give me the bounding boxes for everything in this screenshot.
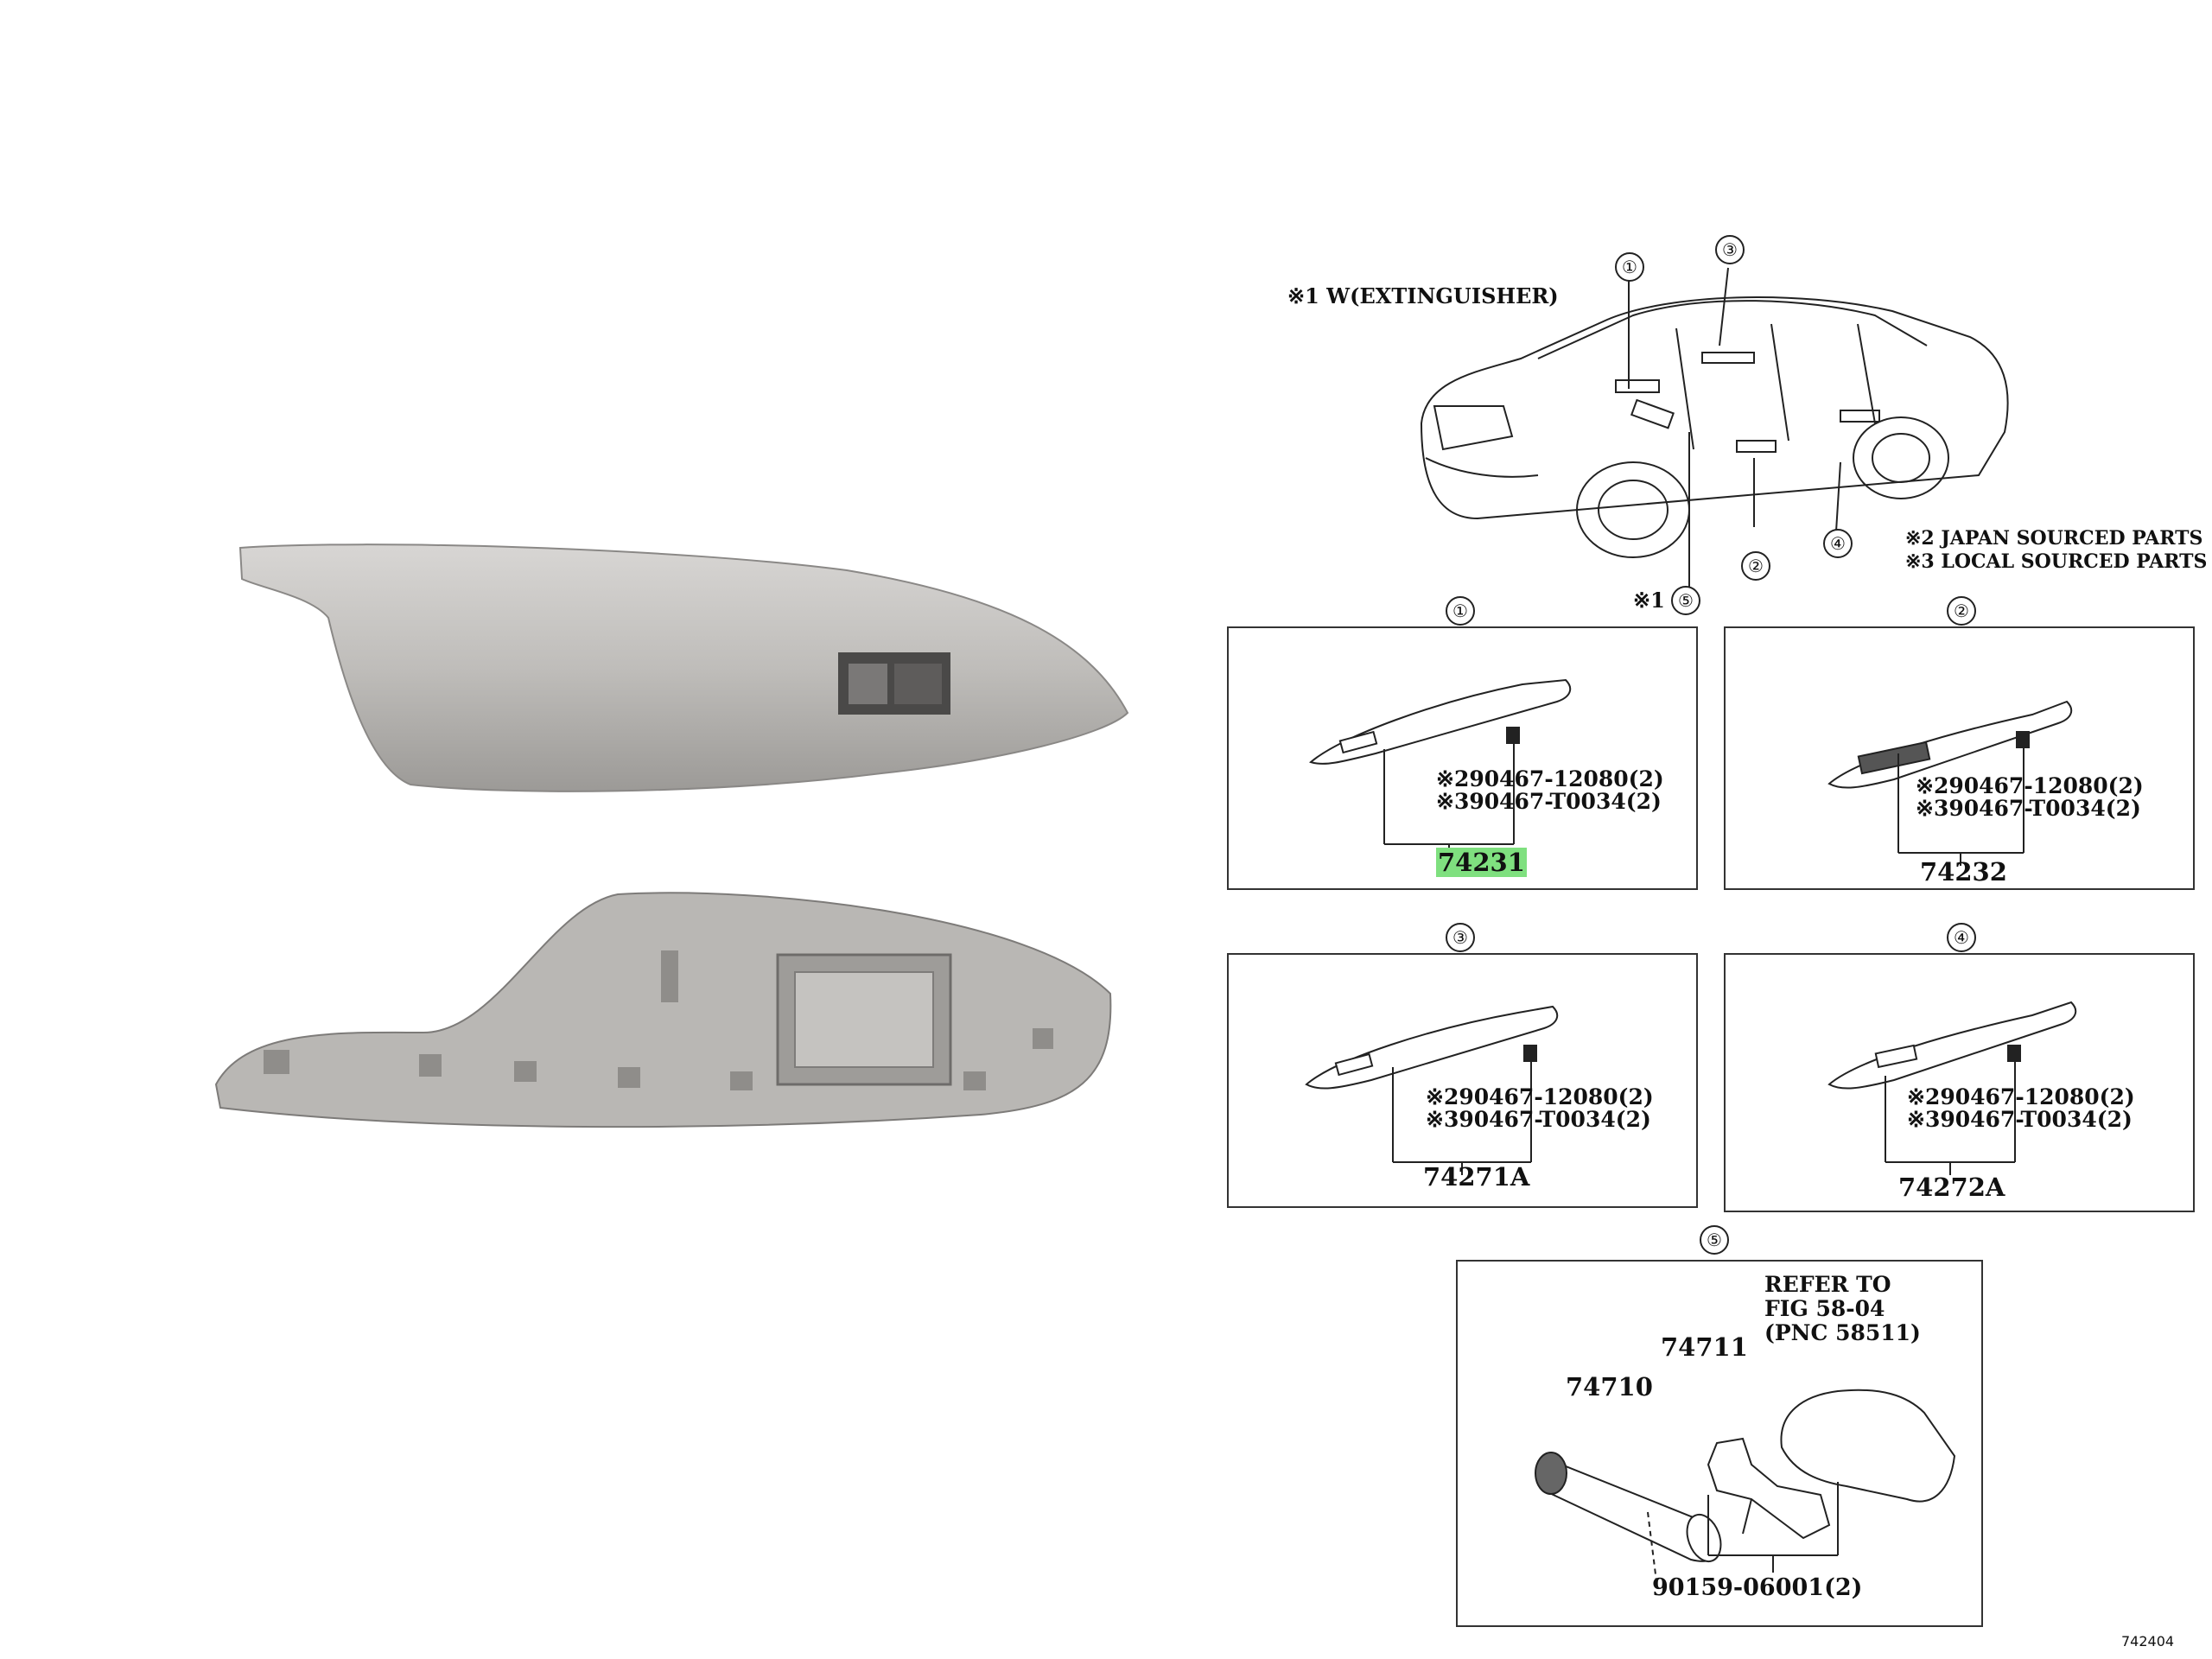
switch-bezel-2-illustration	[1827, 700, 2073, 789]
screw-part-number[interactable]: 90159-06001(2)	[1652, 1574, 1863, 1601]
note-local-sourced: ※3 LOCAL SOURCED PARTS	[1905, 550, 2208, 573]
panel-1-marker: ①	[1446, 596, 1475, 626]
panel-4-leaders	[1885, 1045, 2021, 1175]
car-outline-illustration	[1420, 296, 2009, 558]
diagram-code: 742404	[2121, 1633, 2175, 1649]
refer-line-1: REFER TO	[1764, 1272, 1891, 1297]
panel-2-part-number[interactable]: 74232	[1920, 857, 2007, 887]
overview-star-prefix: ※1	[1633, 588, 1665, 613]
panel-4-bolt-japan: ※290467-12080(2)	[1907, 1084, 2135, 1109]
switch-bezel-4-illustration	[1827, 1001, 2077, 1090]
panel-2-marker: ②	[1947, 596, 1976, 626]
overview-callout-2: ②	[1741, 551, 1770, 581]
panel-1-bolt-local: ※390467-T0034(2)	[1436, 789, 1662, 814]
panel-4-marker: ④	[1947, 923, 1976, 952]
panel-1: ※290467-12080(2) ※390467-T0034(2) 74231	[1227, 626, 1698, 890]
panel-4-bolt-local: ※390467-T0034(2)	[1907, 1107, 2133, 1132]
panel-3: ※290467-12080(2) ※390467-T0034(2) 74271A	[1227, 953, 1698, 1208]
armrest-top-photo	[238, 543, 1129, 792]
panel-2: ※290467-12080(2) ※390467-T0034(2) 74232	[1724, 626, 2195, 890]
panel-3-leaders	[1392, 1045, 1537, 1175]
extinguisher-assembly-illustration	[1535, 1389, 1956, 1582]
refer-line-2: FIG 58-04	[1764, 1296, 1885, 1321]
refer-line-3: (PNC 58511)	[1764, 1320, 1921, 1345]
panel-3-bolt-japan: ※290467-12080(2)	[1426, 1084, 1654, 1109]
panel-3-marker: ③	[1446, 923, 1475, 952]
panel-5-leaders	[1707, 1482, 1839, 1573]
panel-2-bolt-japan: ※290467-12080(2)	[1916, 773, 2144, 798]
overview-callout-4: ④	[1823, 529, 1853, 558]
panel-3-part-number[interactable]: 74271A	[1423, 1162, 1530, 1192]
panel-5-marker: ⑤	[1700, 1225, 1729, 1255]
panel-2-leaders	[1897, 731, 2030, 866]
panel-4-part-number[interactable]: 74272A	[1898, 1173, 2005, 1202]
panel-3-bolt-local: ※390467-T0034(2)	[1426, 1107, 1651, 1132]
switch-bezel-3-illustration	[1305, 1005, 1559, 1090]
extinguisher-part-number[interactable]: 74710	[1566, 1372, 1653, 1402]
panel-1-leaders	[1383, 727, 1520, 857]
overview-callout-3: ③	[1715, 235, 1745, 264]
overview-callout-5: ⑤	[1671, 586, 1700, 615]
panel-2-bolt-local: ※390467-T0034(2)	[1916, 796, 2141, 821]
overview-callout-1: ①	[1615, 252, 1644, 282]
extinguisher-bracket-part-number[interactable]: 74711	[1661, 1332, 1748, 1362]
armrest-underside-photo	[214, 892, 1112, 1128]
switch-bezel-1-illustration	[1309, 678, 1572, 765]
panel-1-part-number[interactable]: 74231	[1436, 848, 1527, 877]
overview-leader-lines	[1628, 267, 1841, 596]
note-japan-sourced: ※2 JAPAN SOURCED PARTS	[1905, 527, 2203, 550]
panel-5: REFER TO FIG 58-04 (PNC 58511) 74711 747…	[1456, 1260, 1983, 1627]
panel-4: ※290467-12080(2) ※390467-T0034(2) 74272A	[1724, 953, 2195, 1212]
panel-1-bolt-japan: ※290467-12080(2)	[1436, 766, 1664, 791]
note-extinguisher: ※1 W(EXTINGUISHER)	[1287, 283, 1559, 308]
